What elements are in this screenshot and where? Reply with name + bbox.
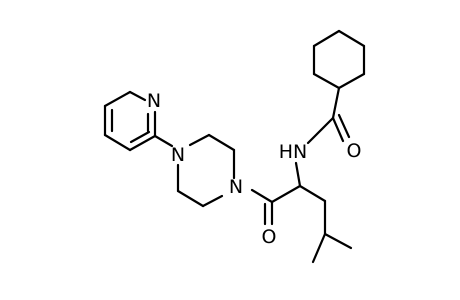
pyridine-nitrogen-label: N xyxy=(147,90,161,112)
piperazine-nitrogen-left-label: N xyxy=(171,144,185,166)
upper-carbonyl-oxygen-label: O xyxy=(347,140,362,162)
alpha-to-lower-carbonyl-bond xyxy=(270,184,302,204)
upper-carbonyl-double-bond xyxy=(331,113,351,143)
piperazine-ring xyxy=(176,133,236,208)
lower-carbonyl-double-bond xyxy=(263,200,274,226)
amide-nh-label: HN xyxy=(279,141,308,163)
isobutyl-chain xyxy=(298,184,353,264)
nh-to-alpha-carbon-bond xyxy=(294,161,302,188)
carbonyl-to-piperazine-bond xyxy=(250,188,274,204)
ring-to-amide-carbon-bond xyxy=(331,86,341,120)
piperazine-to-pyridine-bond xyxy=(153,134,174,148)
cyclohexane-ring xyxy=(312,29,366,90)
pyridine-ring xyxy=(103,90,157,152)
lower-carbonyl-oxygen-label: O xyxy=(262,226,277,248)
amide-carbon-to-nh-bond xyxy=(306,116,335,145)
piperazine-nitrogen-right-label: N xyxy=(229,176,243,198)
